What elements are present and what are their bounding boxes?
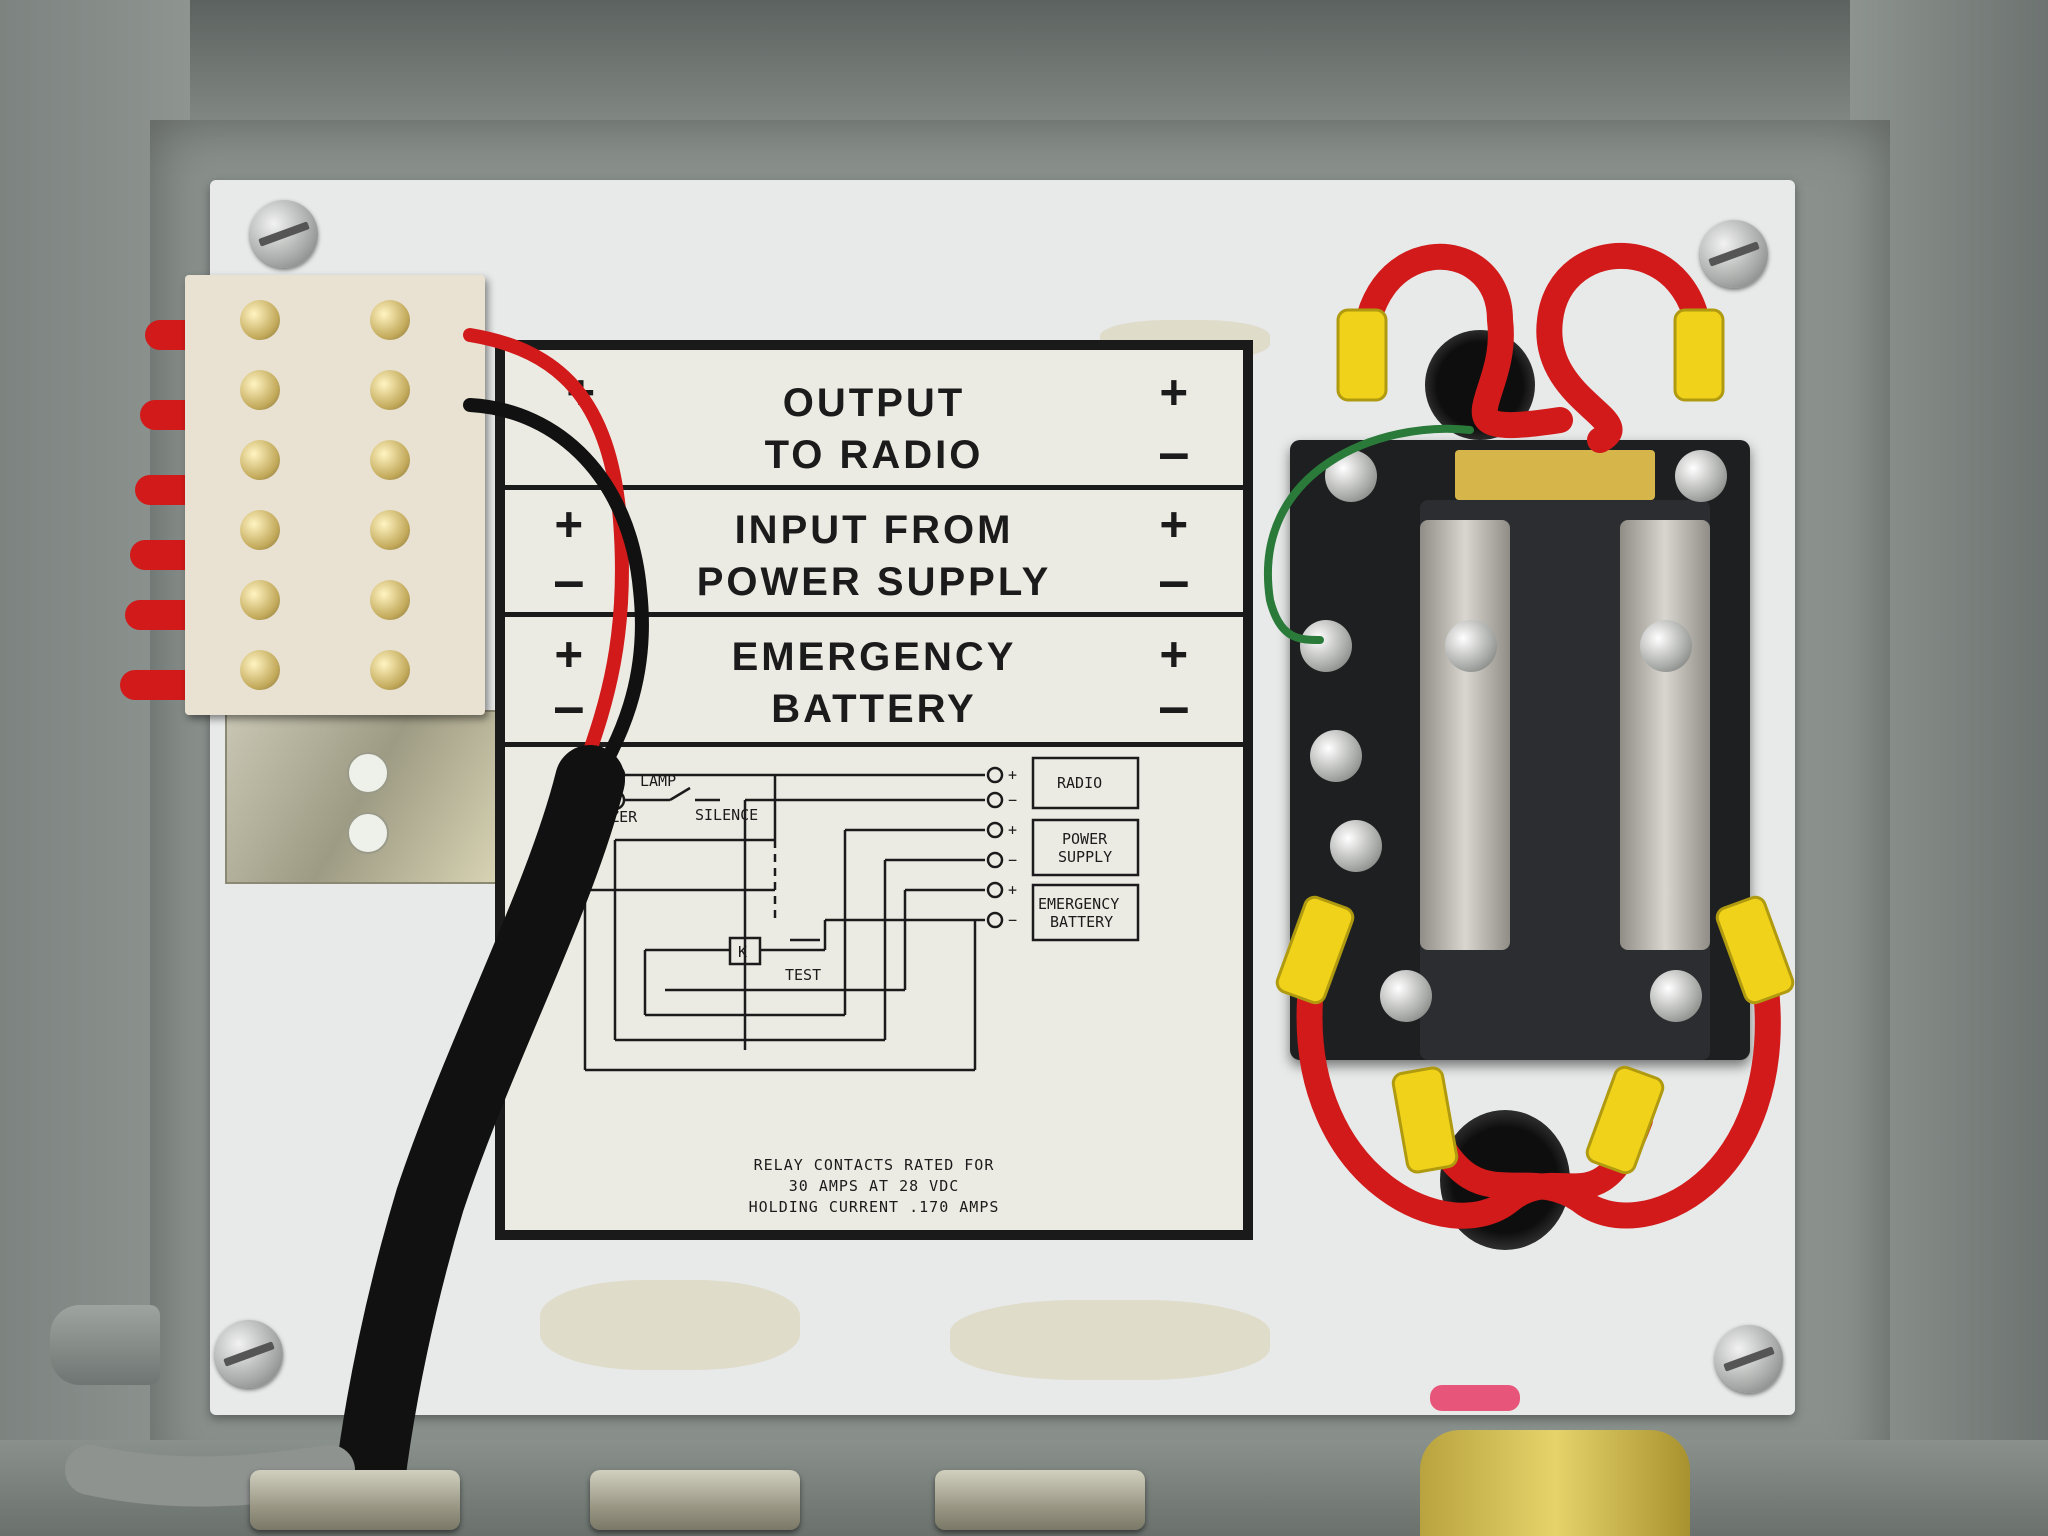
schematic-radio-label: RADIO	[1057, 774, 1102, 792]
divider	[505, 485, 1243, 490]
plate-screw	[1715, 1325, 1783, 1393]
relay-screw	[1650, 970, 1702, 1022]
terminal-screw	[240, 650, 280, 690]
pink-crimp-terminal	[1430, 1385, 1520, 1411]
din-rail	[225, 710, 499, 884]
relay-coil-label: K	[738, 943, 747, 961]
input-heading-line2: POWER SUPPLY	[696, 560, 1052, 604]
power-minus: −	[1008, 851, 1017, 869]
schematic-emergency-label-2: BATTERY	[1050, 913, 1113, 931]
minus-sign: —	[1160, 554, 1188, 608]
terminal-screw	[370, 510, 410, 550]
power-plus: +	[1008, 821, 1017, 839]
battery-plus: +	[1008, 881, 1017, 899]
plus-sign: +	[555, 626, 583, 680]
buzzer-device	[1420, 1430, 1690, 1536]
schematic-emergency-label-1: EMERGENCY	[1038, 895, 1119, 913]
conduit-fitting	[250, 1470, 460, 1530]
yellow-crimp-terminal	[1391, 1066, 1459, 1174]
relay-contact-left	[1420, 520, 1510, 950]
conduit-fitting	[935, 1470, 1145, 1530]
relay-screw	[1445, 620, 1497, 672]
conduit-fitting	[590, 1470, 800, 1530]
terminal-screw	[240, 440, 280, 480]
divider	[505, 742, 1243, 747]
plate-screw	[1700, 220, 1768, 288]
plate-screw	[250, 200, 318, 268]
terminal-screw	[240, 510, 280, 550]
terminal-screw	[240, 370, 280, 410]
minus-sign: —	[1160, 426, 1188, 480]
terminal-screw	[370, 580, 410, 620]
green-wire	[1264, 424, 1474, 644]
plus-sign: +	[1160, 364, 1188, 418]
yellow-crimp-terminal	[1715, 895, 1795, 1005]
silence-label: SILENCE	[695, 806, 758, 824]
minus-sign: —	[1160, 680, 1188, 734]
plate-stain	[950, 1300, 1270, 1380]
terminal-screw	[240, 300, 280, 340]
plate-stain	[540, 1280, 800, 1370]
output-heading-line1: OUTPUT	[782, 381, 966, 425]
yellow-crimp-terminal	[1275, 895, 1355, 1005]
rail-hole	[347, 812, 389, 854]
terminal-block	[185, 275, 485, 715]
yellow-crimp-terminal	[1585, 1065, 1665, 1175]
relay-screw	[1310, 730, 1362, 782]
plus-sign: +	[555, 496, 583, 550]
yellow-crimp-terminal	[1673, 308, 1725, 402]
minus-sign: —	[555, 680, 583, 734]
rating-line-1: RELAY CONTACTS RATED FOR	[753, 1156, 995, 1174]
input-heading-line1: INPUT FROM	[734, 508, 1014, 552]
output-heading-line2: TO RADIO	[764, 433, 984, 477]
schematic-power-label-2: SUPPLY	[1058, 848, 1112, 866]
terminal-screw	[240, 580, 280, 620]
relay-top-bar	[1455, 450, 1655, 500]
red-wire	[1536, 242, 1713, 453]
rating-line-3: HOLDING CURRENT .170 AMPS	[748, 1198, 1000, 1216]
lamp-label: LAMP	[640, 772, 676, 790]
test-label: TEST	[785, 966, 821, 984]
red-wire	[1351, 243, 1573, 439]
terminal-screw	[370, 300, 410, 340]
relay-contact-right	[1620, 520, 1710, 950]
relay-screw	[1330, 820, 1382, 872]
relay-screw	[1380, 970, 1432, 1022]
schematic-power-label-1: POWER	[1062, 830, 1108, 848]
radio-minus: −	[1008, 791, 1017, 809]
battery-minus: −	[1008, 911, 1017, 929]
minus-sign: —	[555, 554, 583, 608]
terminal-screw	[370, 370, 410, 410]
divider	[505, 612, 1243, 617]
terminal-screw	[370, 650, 410, 690]
red-wire	[1296, 987, 1653, 1229]
plus-sign: +	[1160, 496, 1188, 550]
terminal-screw	[370, 440, 410, 480]
relay-screw	[1675, 450, 1727, 502]
relay-screw	[1640, 620, 1692, 672]
wiring-schematic: LAMP BUZZER SILENCE K TEST + − + − + − R…	[583, 756, 1140, 1072]
plate-screw	[215, 1320, 283, 1388]
plus-sign: +	[1160, 626, 1188, 680]
relay-screw	[1300, 620, 1352, 672]
yellow-crimp-terminal	[1336, 308, 1388, 402]
black-cable	[335, 745, 625, 1515]
black-wire	[463, 398, 649, 797]
rating-line-2: 30 AMPS AT 28 VDC	[788, 1177, 960, 1195]
radio-plus: +	[1008, 766, 1017, 784]
enclosure-latch-knob	[50, 1305, 160, 1385]
red-wire	[1412, 967, 1781, 1229]
battery-heading-line1: EMERGENCY	[731, 635, 1017, 679]
battery-heading-line2: BATTERY	[771, 687, 977, 731]
enclosure-top-wall	[0, 0, 2048, 130]
rail-hole	[347, 752, 389, 794]
